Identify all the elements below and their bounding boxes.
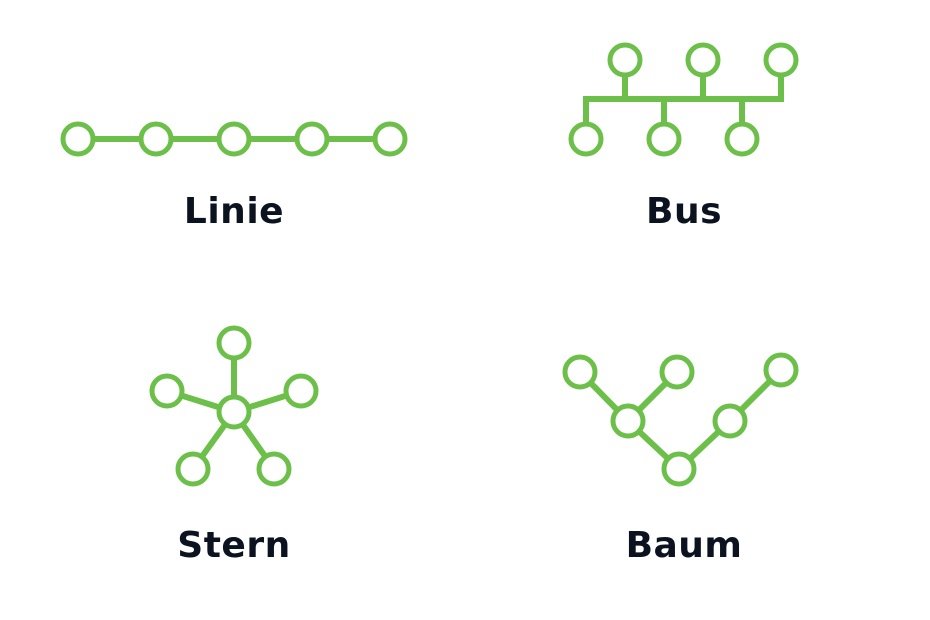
baum-node-leaf-1 bbox=[562, 354, 598, 390]
bus-node-bottom-1 bbox=[568, 121, 604, 157]
linie-node-5 bbox=[372, 121, 408, 157]
topology-bus bbox=[568, 42, 799, 157]
linie-node-1 bbox=[60, 121, 96, 157]
linie-node-4 bbox=[294, 121, 330, 157]
bus-backbone bbox=[583, 73, 784, 126]
bus-node-top-3 bbox=[763, 42, 799, 78]
bus-node-top-2 bbox=[685, 42, 721, 78]
bus-node-bottom-2 bbox=[646, 121, 682, 157]
label-baum: Baum bbox=[625, 525, 743, 566]
stern-node-top bbox=[216, 325, 252, 361]
baum-node-root bbox=[661, 451, 697, 487]
stern-node-right bbox=[283, 373, 319, 409]
stern-node-left bbox=[149, 373, 185, 409]
linie-node-2 bbox=[138, 121, 174, 157]
label-bus: Bus bbox=[646, 191, 722, 232]
linie-node-3 bbox=[216, 121, 252, 157]
bus-node-bottom-3 bbox=[724, 121, 760, 157]
baum-node-branch-left bbox=[610, 403, 646, 439]
stern-node-bottom-right bbox=[256, 451, 292, 487]
topology-stern bbox=[149, 325, 319, 487]
topology-linie bbox=[60, 121, 408, 157]
baum-node-leaf-2 bbox=[659, 354, 695, 390]
bus-node-top-1 bbox=[607, 42, 643, 78]
label-stern: Stern bbox=[177, 525, 291, 566]
label-linie: Linie bbox=[183, 191, 285, 232]
stern-node-center bbox=[216, 394, 252, 430]
stern-node-bottom-left bbox=[175, 451, 211, 487]
baum-node-branch-right bbox=[712, 403, 748, 439]
topology-baum bbox=[562, 352, 799, 487]
baum-node-leaf-3 bbox=[763, 352, 799, 388]
